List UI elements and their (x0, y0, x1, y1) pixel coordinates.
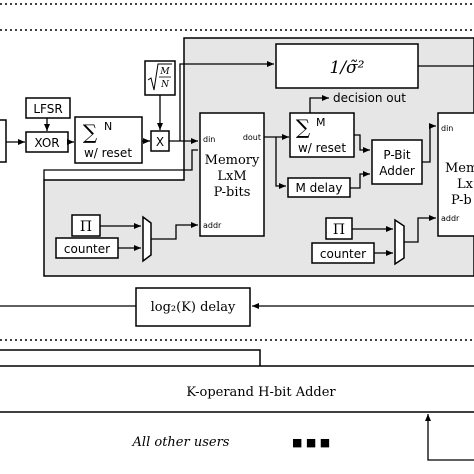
log-delay-label: log₂(K) delay (151, 300, 236, 315)
wire-pbit-to-memory-2 (422, 123, 436, 163)
wire-bottom-right (425, 414, 474, 461)
permutation-2-label: Π (333, 222, 345, 238)
sum-n-symbol: ∑ (83, 120, 98, 144)
sum-n-superscript: N (104, 120, 112, 133)
memory-1-line-2: LxM (217, 169, 246, 184)
memory-1-port-dout: dout (243, 133, 261, 142)
memory-1-block (199, 112, 265, 237)
decision-out-label: decision out (333, 91, 406, 105)
memory-2-port-din: din (441, 124, 453, 133)
counter-2-label: counter (320, 247, 366, 261)
mux-1 (142, 215, 152, 263)
wire-sum-m-to-decision (309, 95, 329, 113)
sqrt-denominator: N (160, 80, 170, 90)
k-operand-adder-label: K-operand H-bit Adder (186, 385, 336, 400)
memory-1-line-1: Memory (205, 153, 260, 168)
memory-2-block (437, 112, 474, 237)
sum-m-superscript: M (316, 116, 326, 129)
wires (0, 61, 474, 461)
sum-m-symbol: ∑ (296, 115, 311, 139)
pbit-adder-line-2: Adder (379, 164, 415, 178)
wire-m-delay-to-pbit (350, 171, 370, 189)
permutation-1-label: Π (80, 219, 92, 235)
memory-1-port-din: din (203, 135, 215, 144)
memory-2-line-2: Lx (457, 177, 474, 192)
lfsr-label: LFSR (33, 102, 62, 116)
input-block-partial (0, 119, 7, 163)
memory-2-line-3: P-b (451, 193, 472, 208)
inverse-variance-block (275, 43, 419, 89)
multiplier-label: X (156, 135, 164, 149)
m-delay-label: M delay (296, 181, 343, 195)
sum-n-label: w/ reset (84, 146, 132, 160)
sqrt-m-over-n-block (144, 60, 176, 96)
wire-mux2-to-memory2-addr (404, 215, 436, 243)
wire-mux1-to-memory-addr (151, 222, 198, 240)
counter-1-label: counter (64, 242, 110, 256)
sqrt-numerator: M (159, 67, 170, 77)
all-other-users-label: All other users (132, 435, 230, 450)
sum-n-block (74, 116, 143, 164)
wire-sum-m-to-pbit (354, 134, 370, 153)
memory-2-port-addr: addr (441, 214, 460, 223)
mux-2 (394, 218, 405, 266)
lfsr-block (25, 97, 71, 119)
ellipsis-marker: ■ ■ ■ (292, 436, 330, 449)
xor-label: XOR (34, 136, 59, 150)
memory-1-line-3: P-bits (214, 185, 251, 200)
log-delay-block (135, 287, 251, 327)
wire-feedback-loop (43, 149, 198, 180)
memory-1-port-addr: addr (203, 221, 222, 230)
pbit-adder-line-1: P-Bit (383, 148, 410, 162)
inverse-variance-label: 1/σ̃² (330, 58, 365, 78)
wire-memory-to-m-delay (275, 137, 286, 189)
k-operand-adder-block (0, 365, 474, 413)
sqrt-symbol (147, 63, 172, 91)
memory-2-line-1: Memo (445, 161, 474, 176)
wire-to-inv-variance (179, 61, 274, 141)
sum-m-label: w/ reset (298, 141, 346, 155)
